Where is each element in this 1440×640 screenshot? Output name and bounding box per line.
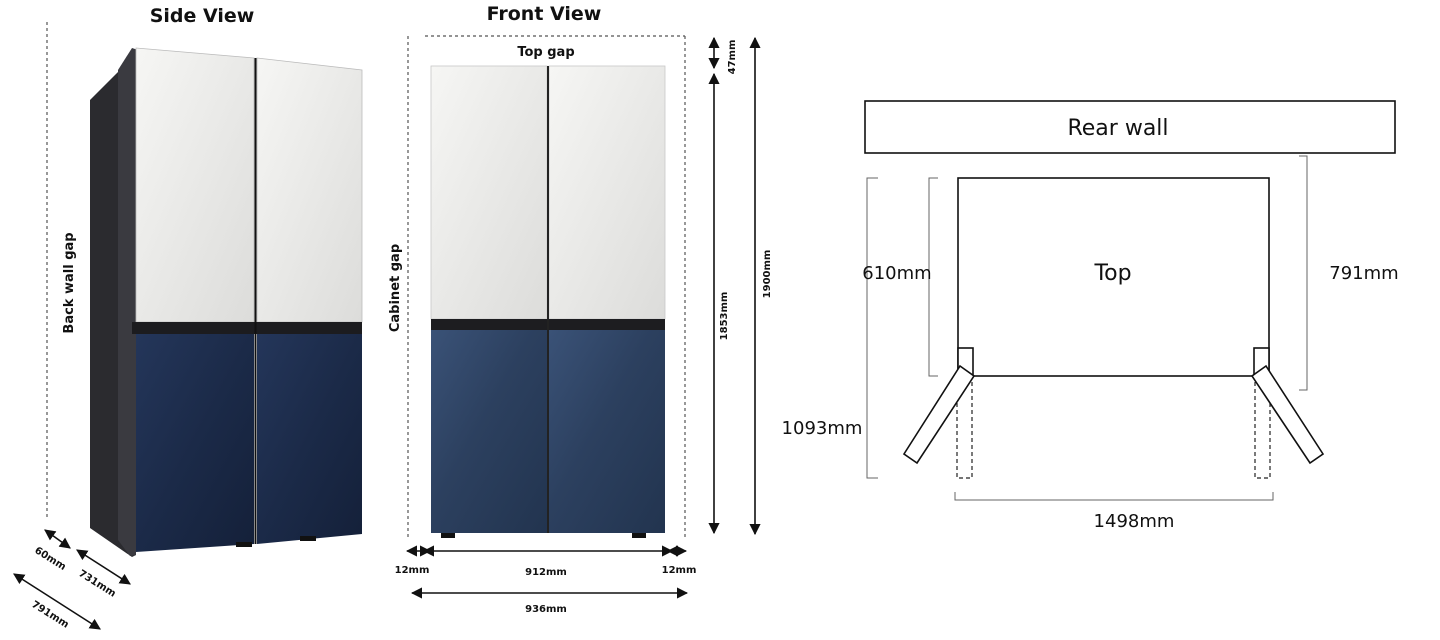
right-door-open xyxy=(1250,364,1325,465)
dim-12-right-label: 12mm xyxy=(662,565,697,576)
dim-791-side-label: 791mm xyxy=(29,599,70,630)
fridge-top-outline xyxy=(957,177,1270,377)
dim-12-left-label: 12mm xyxy=(395,565,430,576)
side-view-title: Side View xyxy=(150,5,255,27)
dim-1498-label: 1498mm xyxy=(1094,511,1175,532)
side-fridge xyxy=(90,47,363,557)
side-foot xyxy=(300,536,316,541)
dim-1093-bracket xyxy=(866,177,878,479)
top-view: Rear wall Top 1093mm 610mm 791mm 1498mm xyxy=(782,100,1399,532)
side-lower-right-door xyxy=(257,334,362,544)
dim-791-top-label: 791mm xyxy=(1329,263,1398,284)
front-lower-right-door xyxy=(549,330,665,533)
dim-1853-label: 1853mm xyxy=(719,292,730,341)
side-foot xyxy=(236,542,252,547)
front-lower-left-door xyxy=(431,330,547,533)
left-door-open xyxy=(902,364,976,465)
cabinet-gap-label: Cabinet gap xyxy=(388,244,403,332)
front-fridge xyxy=(430,65,666,538)
dim-610-bracket xyxy=(928,177,938,377)
front-view-title: Front View xyxy=(487,3,602,25)
front-upper-right-door xyxy=(548,65,666,320)
side-view: Side View Back wall gap 60mm 731mm 791 xyxy=(13,5,363,631)
top-label: Top xyxy=(1093,261,1131,286)
dim-936-label: 936mm xyxy=(525,604,567,615)
front-upper-left-door xyxy=(430,65,548,320)
dim-791-top-bracket xyxy=(1299,155,1308,391)
side-lower-left-door xyxy=(136,334,254,552)
side-door-divider xyxy=(132,322,362,334)
side-upper-right-door xyxy=(256,57,363,323)
dim-791-side-arrow xyxy=(13,573,101,630)
rear-wall-box xyxy=(864,100,1396,154)
side-fridge-edge xyxy=(118,48,138,556)
dim-60-arrow xyxy=(44,529,71,549)
dim-1498-bracket xyxy=(954,492,1274,501)
front-view: Front View Top gap Cabinet gap 47mm 1853… xyxy=(388,3,773,615)
dim-47-label: 47mm xyxy=(727,40,738,75)
dim-1900-label: 1900mm xyxy=(762,250,773,299)
front-foot xyxy=(632,533,646,538)
rear-wall-label: Rear wall xyxy=(1067,116,1168,141)
dim-1093-label: 1093mm xyxy=(782,418,863,439)
dim-610-label: 610mm xyxy=(862,263,931,284)
dim-912-label: 912mm xyxy=(525,567,567,578)
side-upper-left-door xyxy=(135,47,255,323)
front-foot xyxy=(441,533,455,538)
dim-731-arrow xyxy=(76,549,131,585)
back-wall-gap-label: Back wall gap xyxy=(62,232,77,333)
top-gap-label: Top gap xyxy=(517,45,574,60)
dim-60-label: 60mm xyxy=(32,545,67,573)
